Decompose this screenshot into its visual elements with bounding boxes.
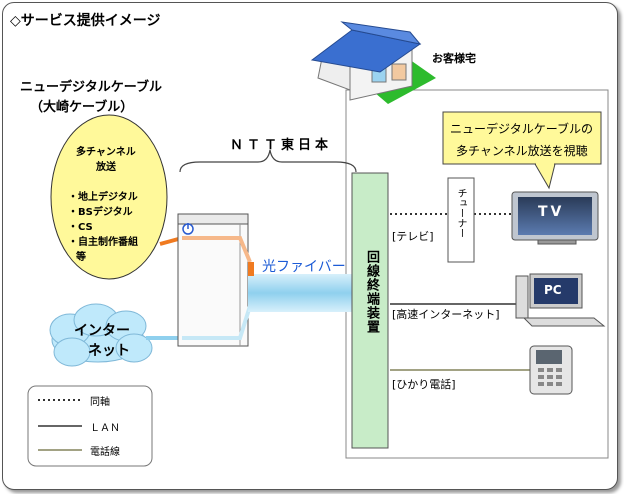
house-label: お客様宅 xyxy=(432,52,476,65)
phone-service-label: [ひかり電話] xyxy=(392,378,456,391)
onu-label: 回線終端装置 xyxy=(364,250,379,334)
tuner-box xyxy=(447,177,475,263)
house-icon xyxy=(310,21,436,104)
channel-heading-1: 多チャンネル xyxy=(76,147,136,158)
ntt-brace xyxy=(179,149,357,173)
channel-item: ・地上デジタル xyxy=(68,192,138,203)
internet-label-1: インター xyxy=(74,323,130,339)
tv-screen-label: TV xyxy=(538,204,565,220)
tv-service-label: [テレビ] xyxy=(392,230,434,243)
pc-icon xyxy=(515,273,606,327)
legend-coax: 同軸 xyxy=(90,397,110,408)
legend-phone: 電話線 xyxy=(90,447,120,458)
pc-screen-label: PC xyxy=(544,283,562,297)
internet-cloud xyxy=(49,303,153,367)
legend xyxy=(27,385,153,467)
channel-item: ・CS xyxy=(68,222,93,233)
tv-icon xyxy=(511,191,599,245)
provider-name: ニューデジタルケーブル xyxy=(20,80,162,95)
tuner-label: チューナー xyxy=(455,188,466,238)
phone-icon xyxy=(529,345,573,395)
channel-item: ・自主制作番組 xyxy=(68,237,138,248)
fiber-optic-cable xyxy=(248,274,352,312)
channel-item: ・BSデジタル xyxy=(68,207,133,218)
ntt-label: ＮＴＴ東日本 xyxy=(230,138,333,153)
fiber-label: 光ファイバー xyxy=(262,259,346,275)
internet-label-2: ネット xyxy=(88,343,130,359)
channel-items: ・地上デジタル ・BSデジタル ・CS ・自主制作番組 等 xyxy=(68,190,138,265)
callout-bubble xyxy=(442,111,602,190)
channel-ellipse xyxy=(50,114,168,280)
legend-lan: ＬＡＮ xyxy=(90,423,120,434)
page-title: ◇サービス提供イメージ xyxy=(10,13,161,29)
channel-heading-2: 放送 xyxy=(96,162,116,173)
provider-subname: （大崎ケーブル） xyxy=(30,100,134,115)
channel-item: 等 xyxy=(76,252,86,263)
net-service-label: [高速インターネット] xyxy=(392,308,500,321)
callout-line-1: ニューデジタルケーブルの xyxy=(450,122,594,136)
onu-box xyxy=(351,172,389,449)
callout-line-2: 多チャンネル放送を視聴 xyxy=(456,144,588,158)
